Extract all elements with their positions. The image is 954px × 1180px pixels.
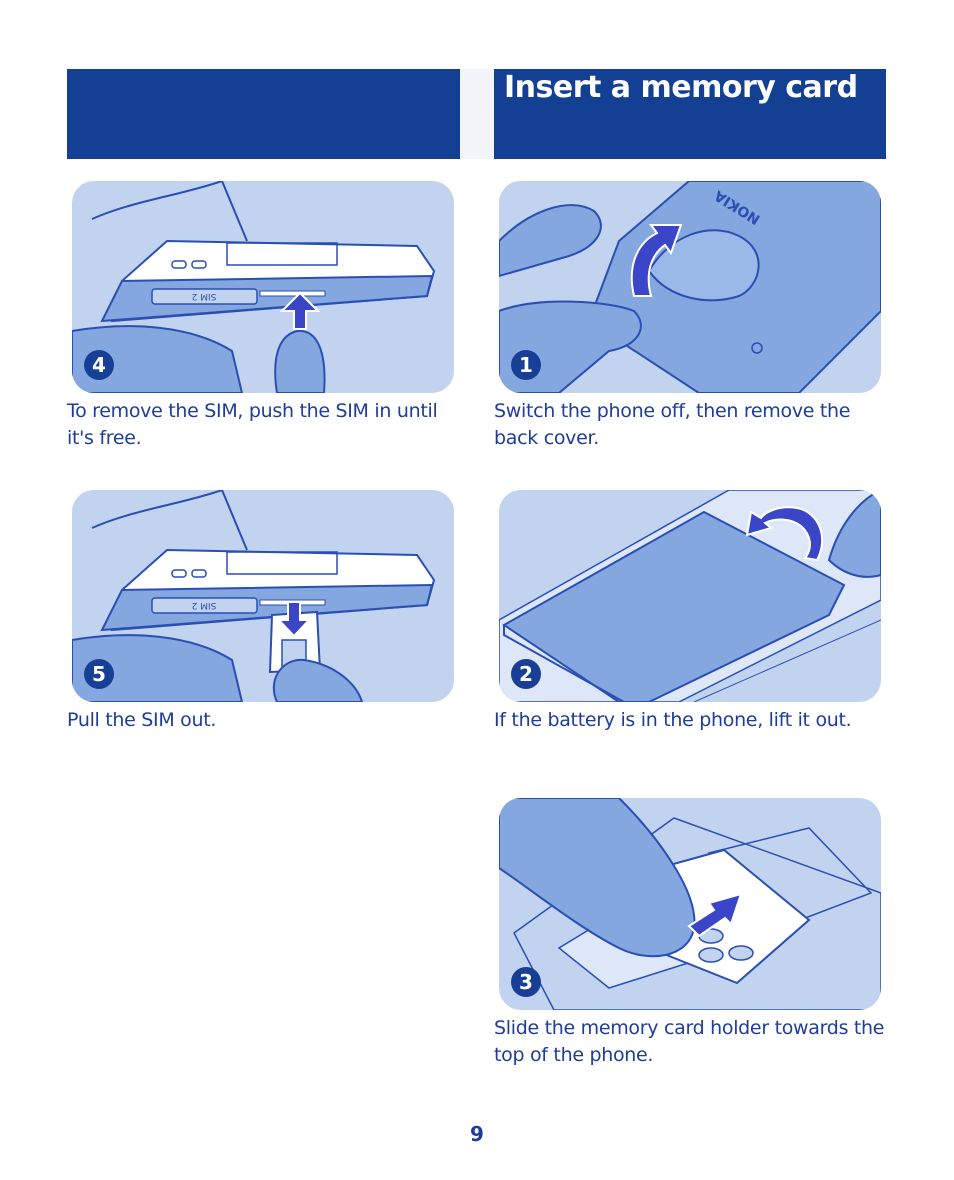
slide-arrow-icon xyxy=(687,892,743,938)
step-4-caption: To remove the SIM, push the SIM in until… xyxy=(67,400,438,449)
push-arrow-icon xyxy=(279,291,321,330)
curved-arrow-icon xyxy=(630,224,683,297)
step-3-illustration: 3 xyxy=(499,798,881,1010)
step-3-badge: 3 xyxy=(511,967,541,997)
step-1-illustration: NOKIA 1 xyxy=(499,181,881,393)
step-5-illustration: SIM 2 5 xyxy=(72,490,454,702)
step-2-illustration: 2 xyxy=(499,490,881,702)
header-band-gap xyxy=(460,69,494,159)
step-2-caption: If the battery is in the phone, lift it … xyxy=(494,709,852,731)
step-5-caption: Pull the SIM out. xyxy=(67,709,217,731)
sim-label: SIM 2 xyxy=(192,600,217,610)
step-1-caption: Switch the phone off, then remove the ba… xyxy=(494,400,851,449)
step-3-caption: Slide the memory card holder towards the… xyxy=(494,1017,885,1066)
header-band-left xyxy=(67,69,460,159)
step-1-badge: 1 xyxy=(511,350,541,380)
header-band-right xyxy=(494,69,886,159)
page-number: 9 xyxy=(470,1122,484,1146)
pull-arrow-icon xyxy=(276,601,312,638)
step-4-illustration: SIM 2 4 xyxy=(72,181,454,393)
step-5-badge: 5 xyxy=(84,659,114,689)
section-title: Insert a memory card xyxy=(504,70,858,105)
sim-label: SIM 2 xyxy=(192,291,217,301)
curved-arrow-icon xyxy=(745,506,824,562)
step-2-badge: 2 xyxy=(511,659,541,689)
step-4-badge: 4 xyxy=(84,350,114,380)
